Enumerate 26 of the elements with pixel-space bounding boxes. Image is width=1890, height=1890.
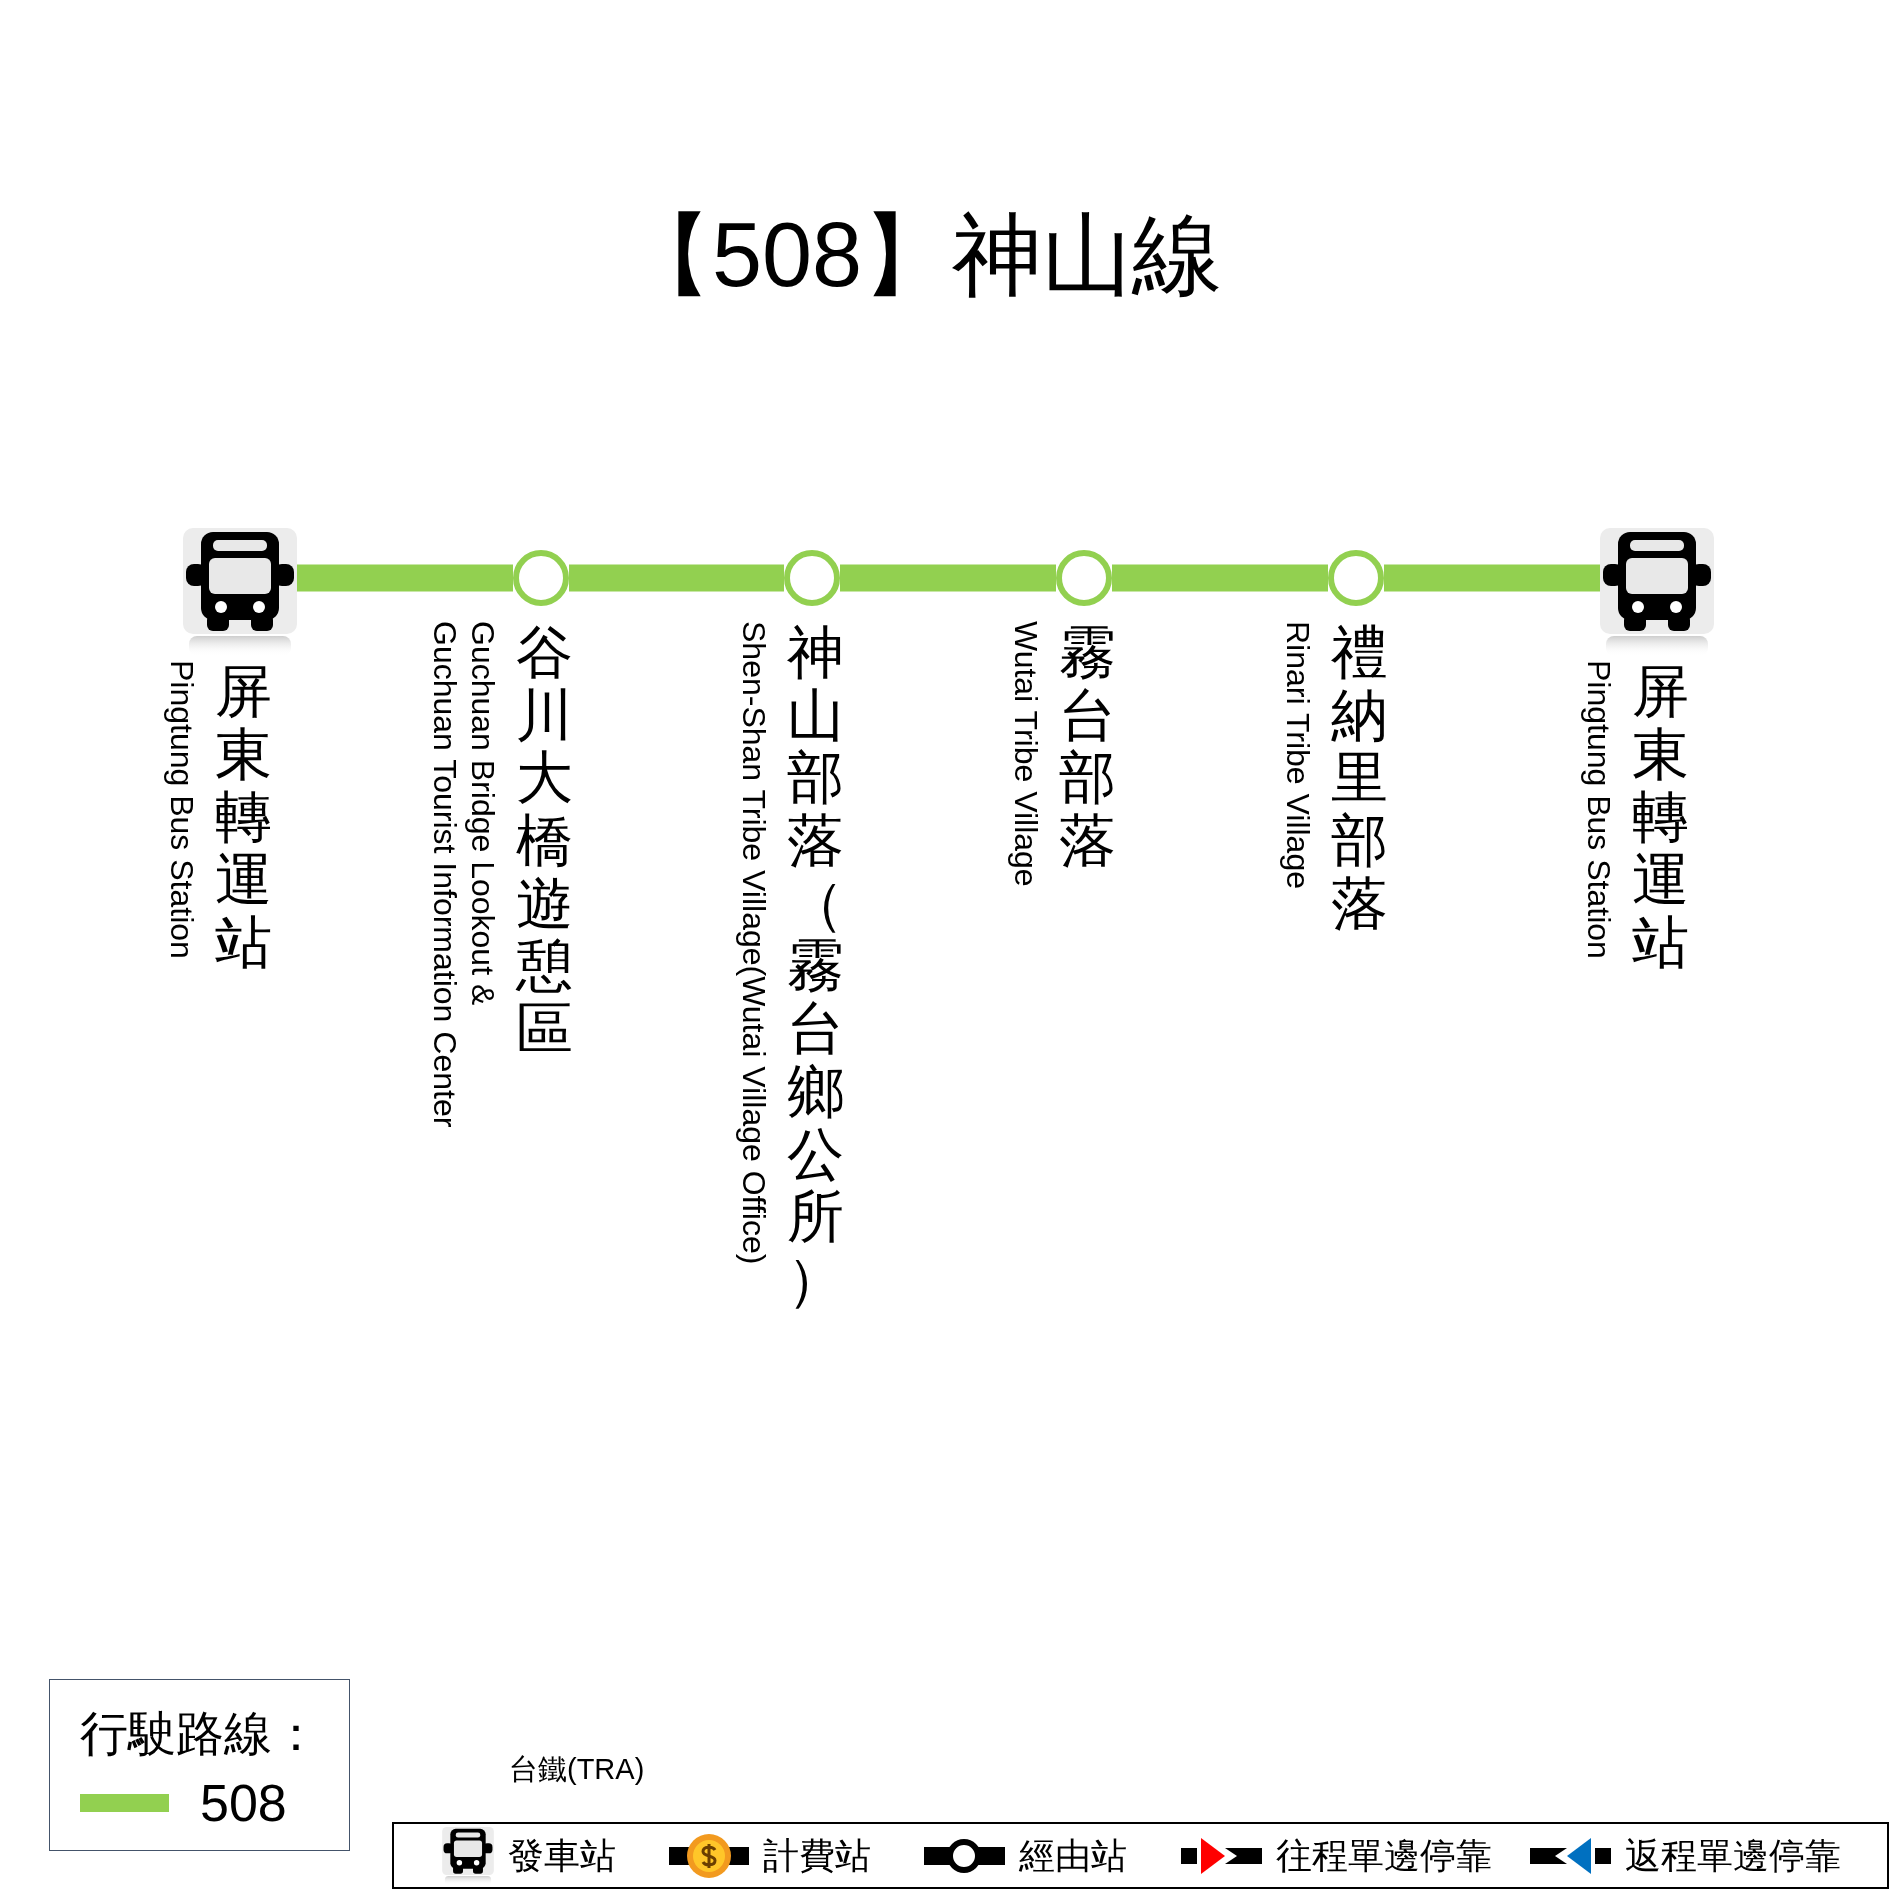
legend-label: 往程單邊停靠: [1276, 1837, 1492, 1874]
station-name-english: Rinari Tribe Village: [1279, 621, 1317, 889]
station-name-english: Shen-Shan Tribe Village(Wutai Village Office): [735, 621, 773, 1265]
route-line: [569, 564, 784, 592]
legend-label: 返程單邊停靠: [1625, 1837, 1841, 1874]
station-name: 霧台部落: [1059, 621, 1116, 872]
station-name-english: Guchuan Bridge Lookout & Guchuan Tourist Information Center: [425, 621, 502, 1130]
legend-label: 發車站: [508, 1837, 616, 1874]
station-name-english: Wutai Tribe Village: [1007, 621, 1045, 887]
legend-label: 508: [200, 1777, 287, 1829]
station-name-english: Pingtung Bus Station: [1580, 660, 1618, 959]
route-title: 【508】神山線: [622, 210, 1223, 300]
legend-label: 計費站: [763, 1837, 871, 1874]
railway-label: 台鐵(TRA): [509, 1752, 645, 1787]
station-name: 禮納里部落: [1331, 621, 1388, 935]
station-name: 神山部落（霧台鄉公所）: [787, 621, 844, 1311]
route-line: [840, 564, 1056, 592]
route-line: [1384, 564, 1600, 592]
station-name: 屏東轉運站: [215, 660, 272, 974]
station-name-english: Pingtung Bus Station: [163, 660, 201, 959]
legend-heading: 行駛路線：: [80, 1710, 320, 1758]
station-name: 屏東轉運站: [1632, 660, 1689, 974]
route-line: [297, 564, 513, 592]
legend-label: 經由站: [1019, 1837, 1127, 1874]
station-name: 谷川大橋遊憩區: [516, 621, 573, 1060]
route-line: [1112, 564, 1328, 592]
